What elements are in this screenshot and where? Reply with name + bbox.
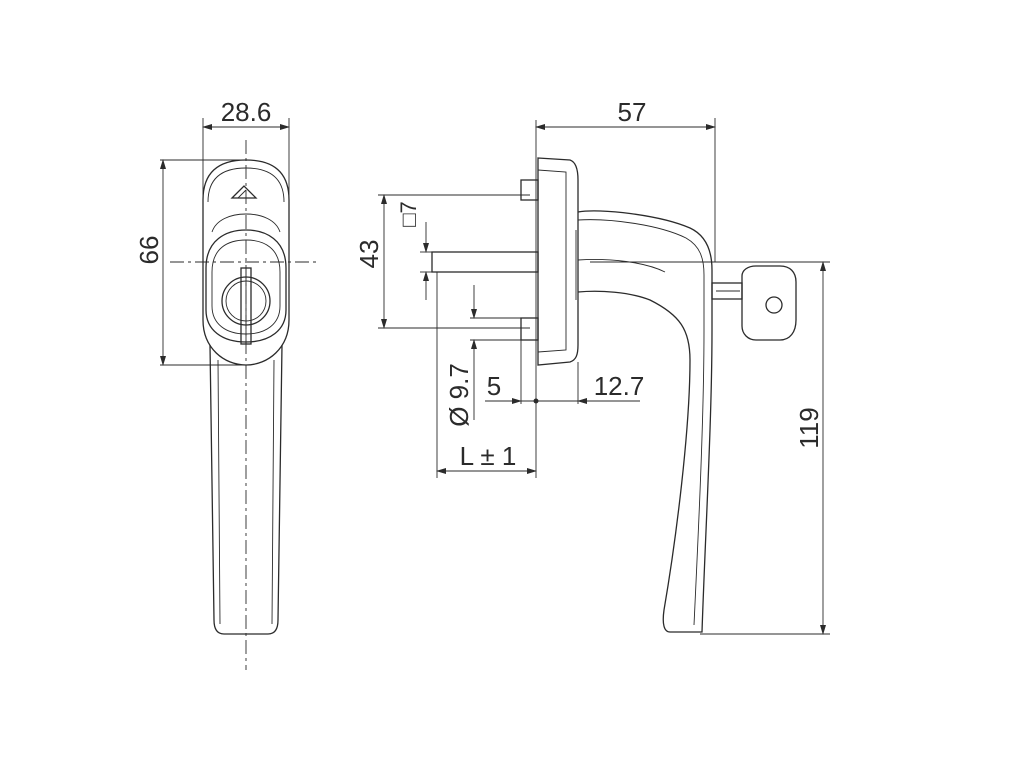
svg-text:□7: □7 (396, 201, 421, 227)
dim-label-43: 43 (354, 240, 384, 269)
dim-label-28-6: 28.6 (221, 97, 272, 127)
key-icon (711, 265, 797, 341)
front-handle-lever (209, 344, 283, 635)
dim-label-7: 7 (396, 201, 421, 213)
rosette-outline (202, 159, 290, 366)
dim-label-12-7: 12.7 (594, 371, 645, 401)
dim-label-length: L ± 1 (460, 441, 517, 471)
front-view: 28.6 66 (134, 97, 318, 670)
dim-depth-57: 57 (535, 97, 716, 262)
square-symbol: □ (396, 213, 421, 226)
dim-height-43: 43 (354, 194, 530, 329)
side-handle-lever (577, 210, 713, 633)
dim-height-119: 119 (590, 261, 830, 635)
dim-label-66: 66 (134, 236, 164, 265)
dim-offsets: 5 12.7 (485, 340, 644, 404)
dim-label-5: 5 (487, 371, 501, 401)
upper-screw-stud (520, 179, 539, 201)
dim-diameter-9-7: Ø 9.7 (444, 285, 521, 427)
lock-housing (205, 229, 287, 343)
dim-height-66: 66 (134, 159, 246, 366)
rosette-inner (207, 167, 285, 203)
dim-label-diameter: Ø 9.7 (444, 363, 474, 427)
lower-screw-stud (520, 317, 539, 341)
dim-square-7: □7 (396, 201, 432, 300)
side-view: 57 119 43 □7 Ø (354, 97, 830, 635)
dim-width-28-6: 28.6 (202, 97, 290, 200)
dim-label-57: 57 (618, 97, 647, 127)
dim-length-L: L ± 1 (436, 272, 537, 478)
spindle (431, 251, 539, 273)
lock-cylinder (221, 267, 271, 345)
dim-label-119: 119 (794, 407, 824, 448)
brand-logo-icon (230, 185, 258, 199)
rosette-side (537, 157, 579, 366)
